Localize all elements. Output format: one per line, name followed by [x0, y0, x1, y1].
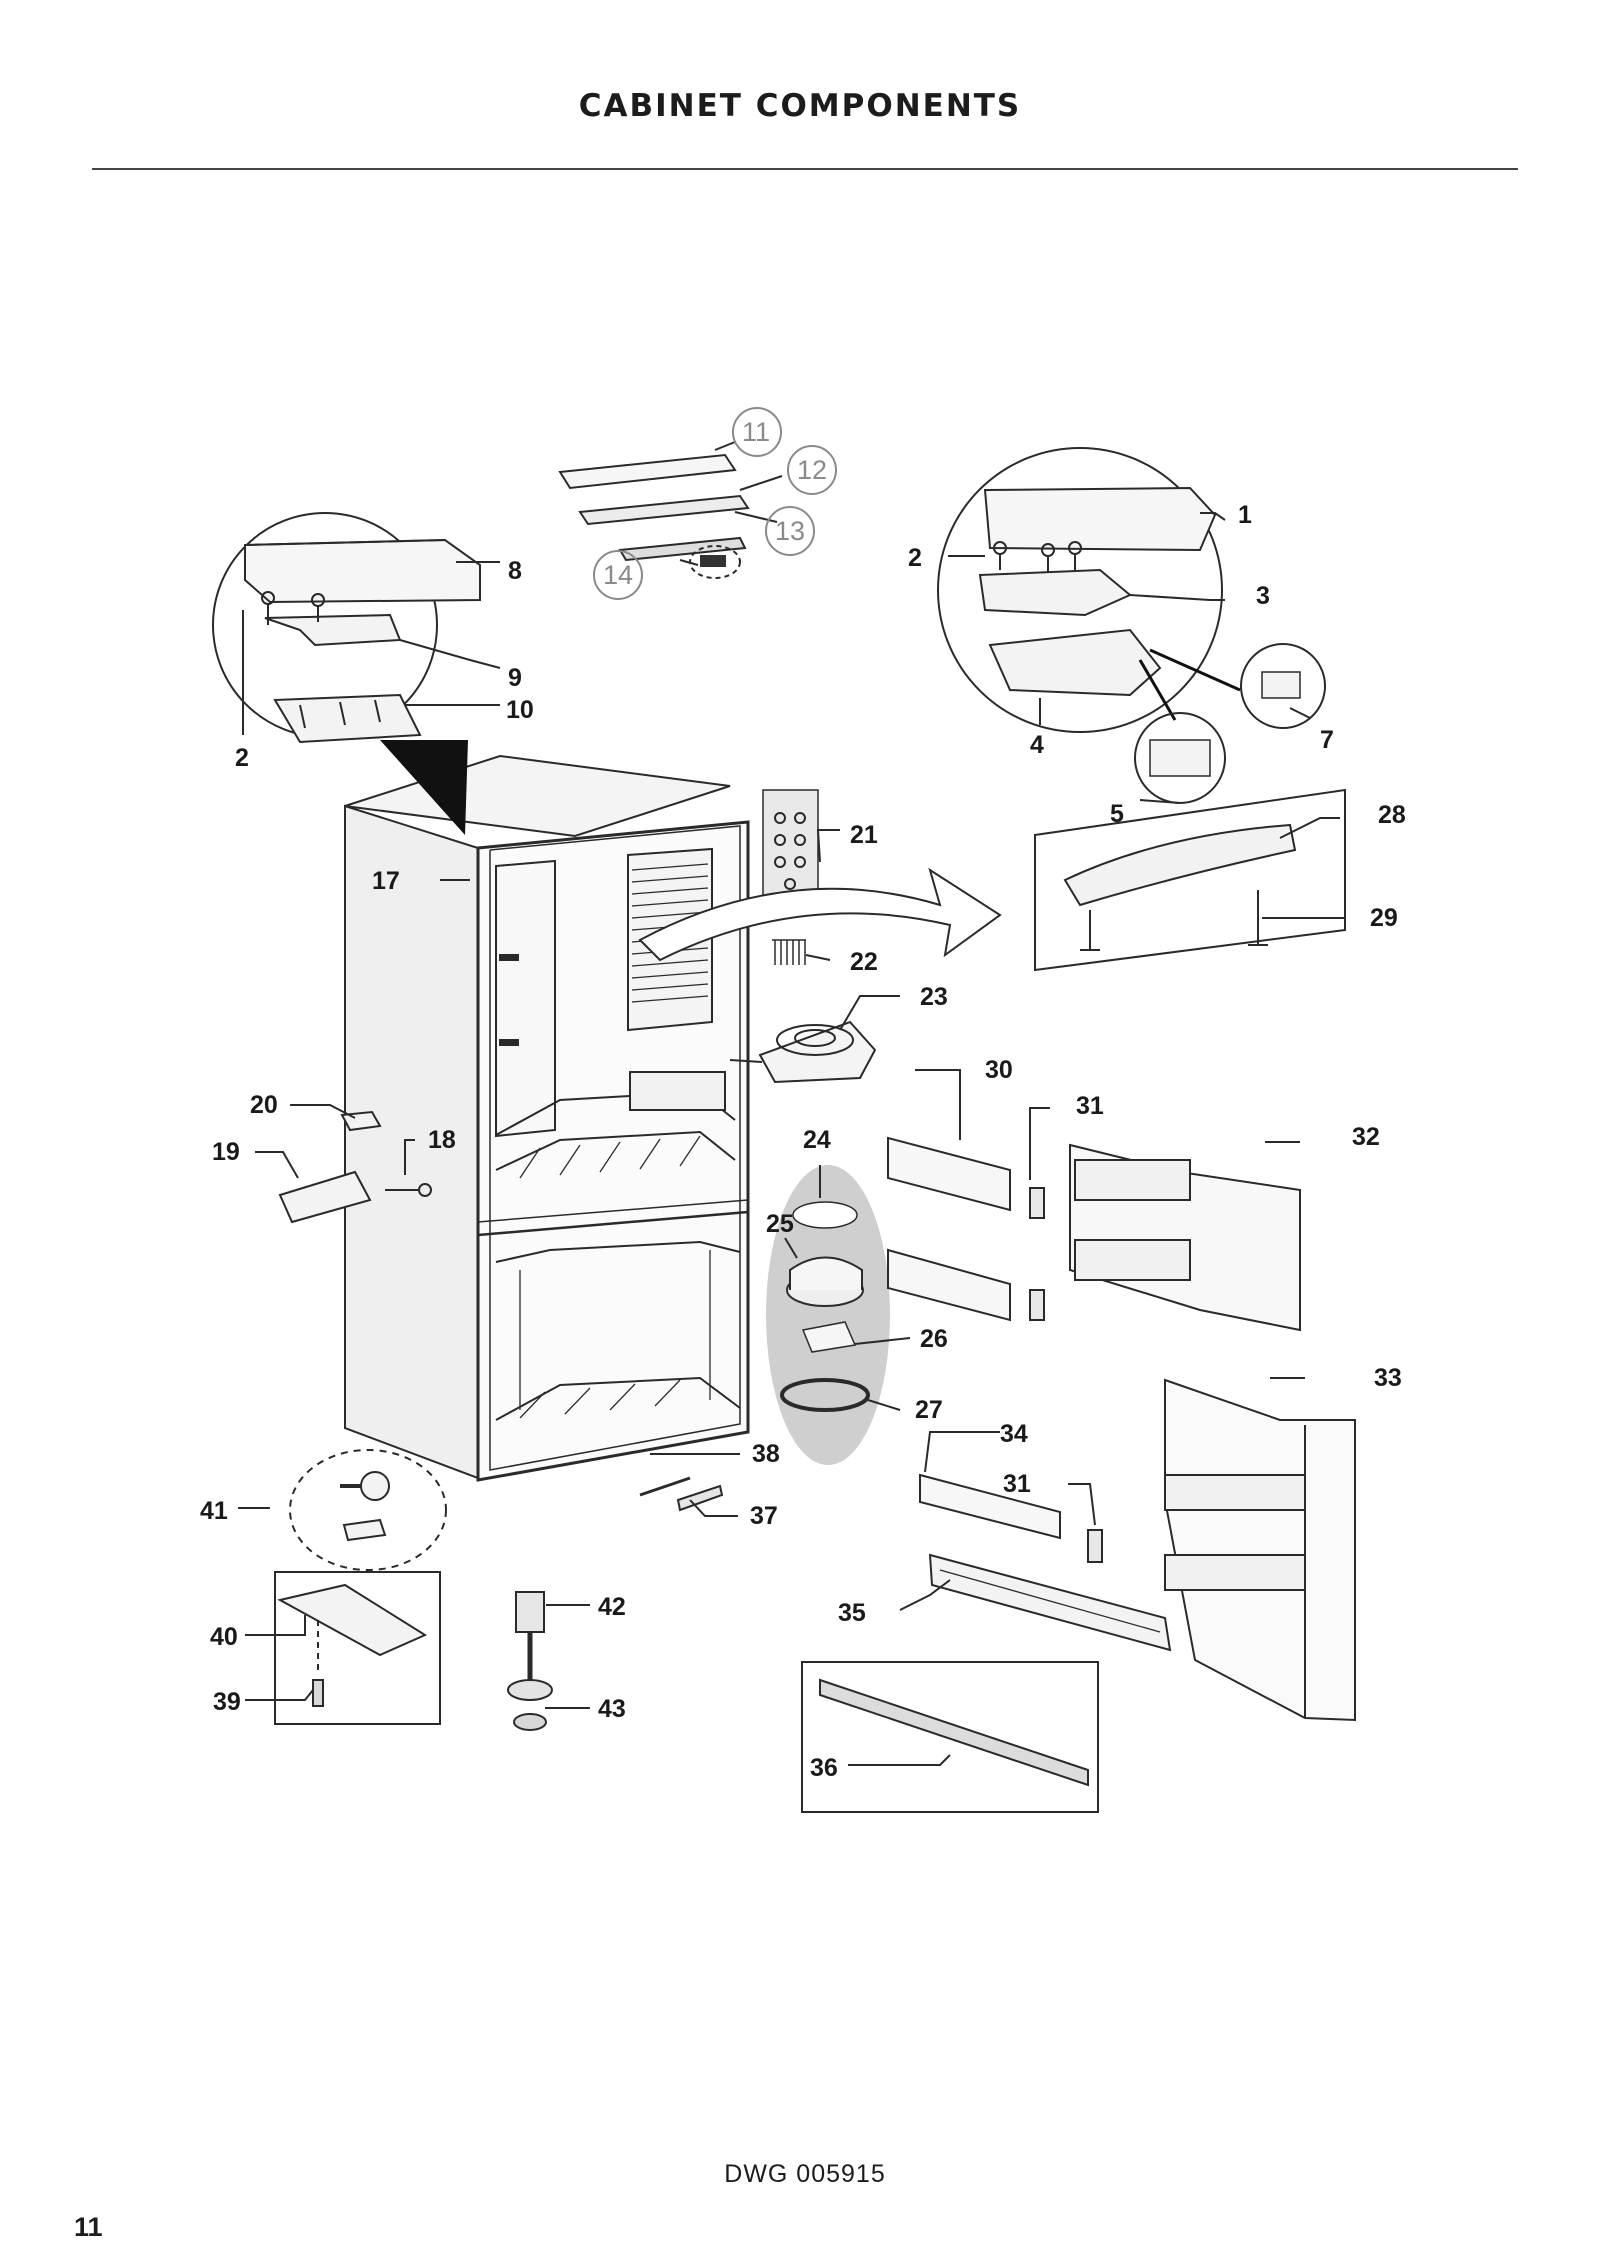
- callout-1: 1: [1238, 501, 1252, 529]
- part-27: [780, 1378, 870, 1412]
- part-33-door: [1164, 1378, 1356, 1722]
- callout-circle-11: [732, 407, 782, 457]
- callout-19: 19: [212, 1138, 240, 1166]
- part-13: [618, 536, 747, 562]
- part-37: [676, 1484, 724, 1512]
- callout-circle-12: [787, 445, 837, 495]
- detail-circle-right-hinge: [937, 447, 1241, 733]
- callout-18: 18: [428, 1126, 456, 1154]
- part-24: [792, 1201, 858, 1229]
- callout-26: 26: [920, 1325, 948, 1353]
- callout-20: 20: [250, 1091, 278, 1119]
- callout-9: 9: [508, 664, 522, 692]
- callout-41: 41: [200, 1497, 228, 1525]
- callout-22: 22: [850, 948, 878, 976]
- part-11: [558, 453, 737, 490]
- detail-circle-7: [1240, 643, 1326, 729]
- part-25: [786, 1256, 864, 1307]
- part-32-bracket: [1069, 1143, 1301, 1332]
- callout-36: 36: [810, 1754, 838, 1782]
- callout-31-upper: 31: [1076, 1092, 1104, 1120]
- callout-29: 29: [1370, 904, 1398, 932]
- part-31-clip-upper-b: [1029, 1289, 1045, 1321]
- callout-25: 25: [766, 1210, 794, 1238]
- highlight-oval: [766, 1165, 890, 1465]
- part-42-43-leveler: [507, 1591, 553, 1731]
- callout-circle-13: [765, 506, 815, 556]
- callout-circle-14: [593, 550, 643, 600]
- callout-23: 23: [920, 983, 948, 1011]
- part-31-clip-upper-a: [1029, 1187, 1045, 1219]
- callout-4: 4: [1030, 731, 1044, 759]
- callout-10: 10: [506, 696, 534, 724]
- curved-arrow: [638, 867, 1002, 962]
- callout-5: 5: [1110, 800, 1124, 828]
- callout-3: 3: [1256, 582, 1270, 610]
- part-26: [801, 1321, 857, 1353]
- title-divider: [92, 168, 1518, 170]
- part-12: [578, 494, 750, 526]
- control-panel-21: [762, 789, 819, 901]
- callout-27: 27: [915, 1396, 943, 1424]
- part-22: [772, 939, 806, 965]
- page-number: 11: [74, 2212, 103, 2242]
- part-38: [639, 1476, 691, 1497]
- part-19: [278, 1170, 372, 1224]
- callout-11: 11: [742, 417, 770, 447]
- callout-43: 43: [598, 1695, 626, 1723]
- box-39-40: [274, 1571, 441, 1725]
- part-35-slide: [928, 1553, 1172, 1652]
- callout-13: 13: [775, 516, 805, 546]
- callout-12: 12: [797, 455, 827, 485]
- callout-42: 42: [598, 1593, 626, 1621]
- cabinet-body: [344, 754, 750, 1482]
- callout-38: 38: [752, 1440, 780, 1468]
- callout-8: 8: [508, 557, 522, 585]
- part-31-clip-lower: [1087, 1529, 1103, 1563]
- detail-view-arrow-left: [380, 740, 468, 835]
- part-23-fan: [729, 1020, 877, 1084]
- callout-14: 14: [603, 560, 633, 590]
- callout-24: 24: [803, 1126, 831, 1154]
- callout-37: 37: [750, 1502, 778, 1530]
- callout-2-right: 2: [908, 544, 922, 572]
- callout-35: 35: [838, 1599, 866, 1627]
- part-30-rails: [887, 1136, 1011, 1322]
- page-title: CABINET COMPONENTS: [578, 88, 1022, 124]
- detail-circle-left-hinge: [212, 512, 481, 744]
- callout-39: 39: [213, 1688, 241, 1716]
- callout-17: 17: [372, 867, 400, 895]
- callout-40: 40: [210, 1623, 238, 1651]
- callout-32: 32: [1352, 1123, 1380, 1151]
- box-28-29: [1034, 788, 1346, 972]
- callout-21: 21: [850, 821, 878, 849]
- drawing-number: DWG 005915: [724, 2160, 886, 2188]
- box-36: [801, 1661, 1099, 1813]
- part-41-detail: [289, 1449, 447, 1571]
- callout-28: 28: [1378, 801, 1406, 829]
- callout-30: 30: [985, 1056, 1013, 1084]
- callout-31-lower: 31: [1003, 1470, 1031, 1498]
- callout-7: 7: [1320, 726, 1334, 754]
- callout-2-left: 2: [235, 744, 249, 772]
- callout-33: 33: [1374, 1364, 1402, 1392]
- callout-34: 34: [1000, 1420, 1028, 1448]
- part-34-rail: [919, 1473, 1061, 1540]
